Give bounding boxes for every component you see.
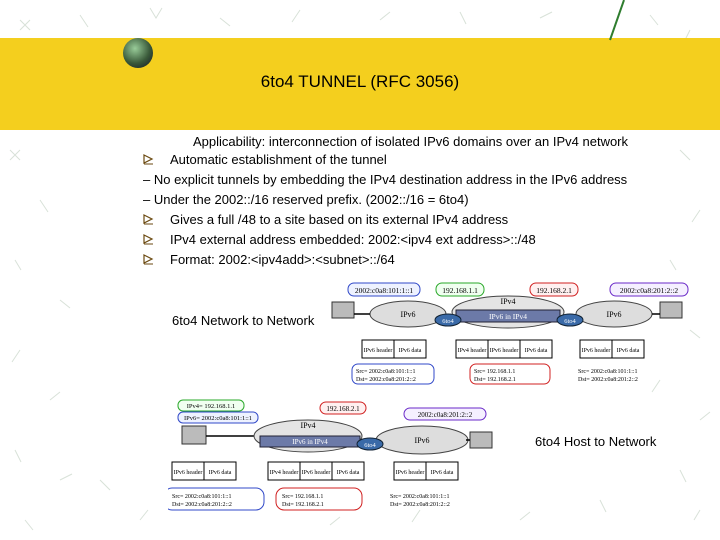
title-band (0, 38, 720, 130)
addr-row-text: Dst= 192.168.2.1 (282, 502, 324, 508)
packet-field-text: IPv6 header (490, 348, 519, 354)
router-label: 6to4 (564, 318, 576, 325)
packet-field (331, 461, 365, 481)
packet-field-text: IPv6 header (364, 348, 393, 354)
packet-field-text: IPv6 data (525, 348, 548, 354)
cloud-label: IPv6 (400, 310, 415, 319)
addr-row-text: Dst= 192.168.2.1 (474, 377, 516, 383)
bullet-icon (143, 214, 154, 225)
addr-row-text: Src= 192.168.1.1 (474, 369, 515, 375)
addr-tag (403, 407, 487, 421)
packet-field-text: IPv6 data (617, 348, 640, 354)
addr-tag (609, 282, 689, 297)
diagram-network-to-network: 2002:c0a8:101:1::1 192.168.1.1 192.168.2… (331, 282, 689, 385)
addr-row-text: Src= 2002:c0a8:101:1::1 (390, 494, 450, 500)
computer-icon (469, 431, 493, 449)
bullet-icon (143, 254, 154, 265)
addr-tag-text: 192.168.1.1 (442, 286, 478, 295)
addr-tag (177, 411, 259, 424)
cloud-label: IPv4 (300, 421, 315, 430)
body-line-7: Format: 2002:<ipv4add>:<subnet>::/64 (170, 252, 395, 267)
addr-row-text: Dst= 2002:c0a8:201:2::2 (356, 377, 416, 383)
body-line-4: – Under the 2002::/16 reserved prefix. (… (143, 192, 469, 207)
router-icon (556, 313, 584, 327)
addr-row-text: Dst= 2002:c0a8:201:2::2 (578, 377, 638, 383)
addr-tag (319, 401, 367, 415)
slide-title: 6to4 TUNNEL (RFC 3056) (260, 72, 460, 91)
addr-row-text: Src= 192.168.1.1 (282, 494, 323, 500)
computer-icon (331, 301, 355, 319)
tunnel-label: IPv6 in IPv4 (292, 438, 328, 446)
packet-field-text: IPv6 header (396, 470, 425, 476)
globe-icon (123, 38, 153, 68)
body-line-1: Applicability: interconnection of isolat… (193, 134, 629, 149)
diagram-host-to-network: IPv4= 192.168.1.1 IPv6= 2002:c0a8:101:1:… (168, 399, 493, 511)
addr-box (275, 487, 363, 511)
router-icon (434, 313, 462, 327)
computer-icon (659, 301, 683, 319)
packet-field-text: IPv6 data (337, 470, 360, 476)
accent-line (609, 0, 625, 41)
addr-row-text: Dst= 2002:c0a8:201:2::2 (390, 502, 450, 508)
addr-tag-text: 192.168.2.1 (326, 405, 360, 413)
packet-field-text: IPv6 data (399, 348, 422, 354)
addr-tag-text: 2002:c0a8:201:2::2 (620, 286, 679, 295)
addr-tag (529, 282, 579, 297)
packet-field-text: IPv6 header (174, 470, 203, 476)
packet-field (425, 461, 459, 481)
router-label: 6to4 (442, 318, 454, 325)
computer-icon (181, 425, 207, 445)
addr-box (168, 487, 265, 511)
body-line-3: – No explicit tunnels by embedding the I… (143, 172, 628, 187)
addr-box (469, 363, 551, 385)
addr-box (351, 363, 435, 385)
addr-tag (177, 399, 245, 412)
tunnel-label: IPv6 in IPv4 (489, 312, 527, 321)
router-icon (356, 437, 384, 451)
addr-tag (435, 282, 485, 297)
bullet-icon (143, 234, 154, 245)
packet-field-text: IPv4 header (270, 470, 299, 476)
label-host-to-network: 6to4 Host to Network (535, 434, 657, 449)
packet-field (611, 339, 645, 359)
addr-tag-text: 2002:c0a8:201:2::2 (418, 411, 473, 419)
body-line-6: IPv4 external address embedded: 2002:<ip… (170, 232, 536, 247)
addr-tag (347, 282, 421, 297)
packet-field (393, 339, 427, 359)
addr-tag-text: IPv6= 2002:c0a8:101:1::1 (184, 415, 252, 422)
packet-field (203, 461, 237, 481)
packet-field-text: IPv4 header (458, 348, 487, 354)
addr-tag-text: 192.168.2.1 (536, 286, 572, 295)
addr-tag-text: 2002:c0a8:101:1::1 (355, 286, 414, 295)
packet-field-text: IPv6 header (582, 348, 611, 354)
addr-row-text: Dst= 2002:c0a8:201:2::2 (172, 502, 232, 508)
packet-field (519, 339, 553, 359)
bullet-icon (143, 154, 154, 165)
addr-row-text: Src= 2002:c0a8:101:1::1 (578, 369, 638, 375)
addr-row-text: Src= 2002:c0a8:101:1::1 (172, 494, 232, 500)
addr-tag-text: IPv4= 192.168.1.1 (187, 403, 235, 410)
cloud-label: IPv4 (500, 297, 515, 306)
packet-field-text: IPv6 data (209, 470, 232, 476)
cloud-label: IPv6 (414, 436, 429, 445)
packet-field-text: IPv6 data (431, 470, 454, 476)
label-network-to-network: 6to4 Network to Network (172, 313, 315, 328)
router-label: 6to4 (364, 442, 376, 449)
packet-field-text: IPv6 header (302, 470, 331, 476)
addr-row-text: Src= 2002:c0a8:101:1::1 (356, 369, 416, 375)
body-line-2: Automatic establishment of the tunnel (170, 152, 387, 167)
body-line-5: Gives a full /48 to a site based on its … (170, 212, 509, 227)
cloud-label: IPv6 (606, 310, 621, 319)
